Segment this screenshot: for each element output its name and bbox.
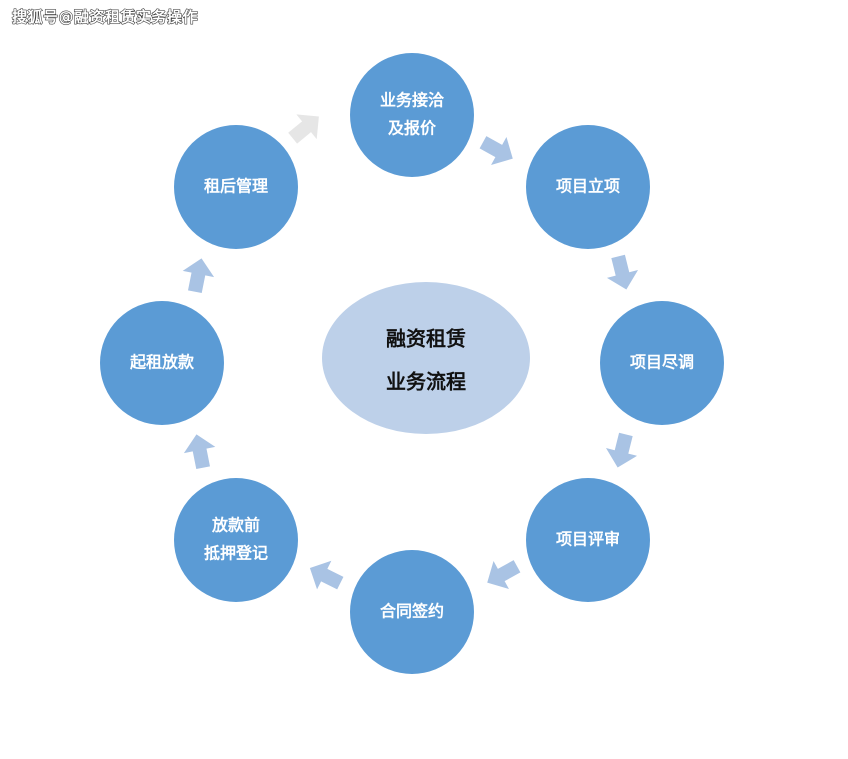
node-due-diligence: 项目尽调 bbox=[600, 301, 724, 425]
flow-arrow-icon bbox=[479, 136, 513, 165]
node-label: 业务接洽 bbox=[380, 91, 445, 110]
node-contract-signing: 合同签约 bbox=[350, 550, 474, 674]
node-circle bbox=[350, 53, 474, 177]
node-label: 放款前 bbox=[211, 516, 260, 535]
node-label: 项目立项 bbox=[556, 177, 620, 196]
node-label: 项目尽调 bbox=[630, 353, 694, 372]
flow-arrow-icon bbox=[487, 560, 521, 589]
center-title-line1: 融资租赁 bbox=[386, 327, 466, 351]
arrows-layer bbox=[182, 114, 639, 590]
node-label: 及报价 bbox=[388, 119, 437, 138]
node-label: 起租放款 bbox=[129, 353, 195, 372]
flow-arrow-icon bbox=[182, 258, 215, 294]
flow-arrow-icon bbox=[309, 560, 344, 590]
flow-arrow-icon bbox=[606, 254, 639, 290]
center-title-line2: 业务流程 bbox=[386, 370, 466, 394]
node-project-review: 项目评审 bbox=[526, 478, 650, 602]
node-circle bbox=[526, 125, 650, 249]
flow-arrow-icon bbox=[605, 432, 638, 468]
watermark: 搜狐号@融资租赁实务操作 bbox=[11, 8, 199, 27]
node-circle bbox=[174, 125, 298, 249]
node-circle bbox=[526, 478, 650, 602]
flow-arrow-icon bbox=[288, 114, 319, 144]
node-circle bbox=[350, 550, 474, 674]
node-project-approval: 项目立项 bbox=[526, 125, 650, 249]
node-label: 抵押登记 bbox=[204, 544, 268, 563]
flow-arrow-icon bbox=[183, 434, 216, 470]
node-circle bbox=[100, 301, 224, 425]
center-ellipse bbox=[322, 282, 530, 434]
node-label: 合同签约 bbox=[380, 602, 444, 621]
node-circle bbox=[600, 301, 724, 425]
node-circle bbox=[174, 478, 298, 602]
node-post-lease-management: 租后管理 bbox=[174, 125, 298, 249]
node-label: 租后管理 bbox=[204, 177, 268, 196]
node-label: 项目评审 bbox=[556, 530, 620, 549]
node-lease-start: 起租放款 bbox=[100, 301, 224, 425]
